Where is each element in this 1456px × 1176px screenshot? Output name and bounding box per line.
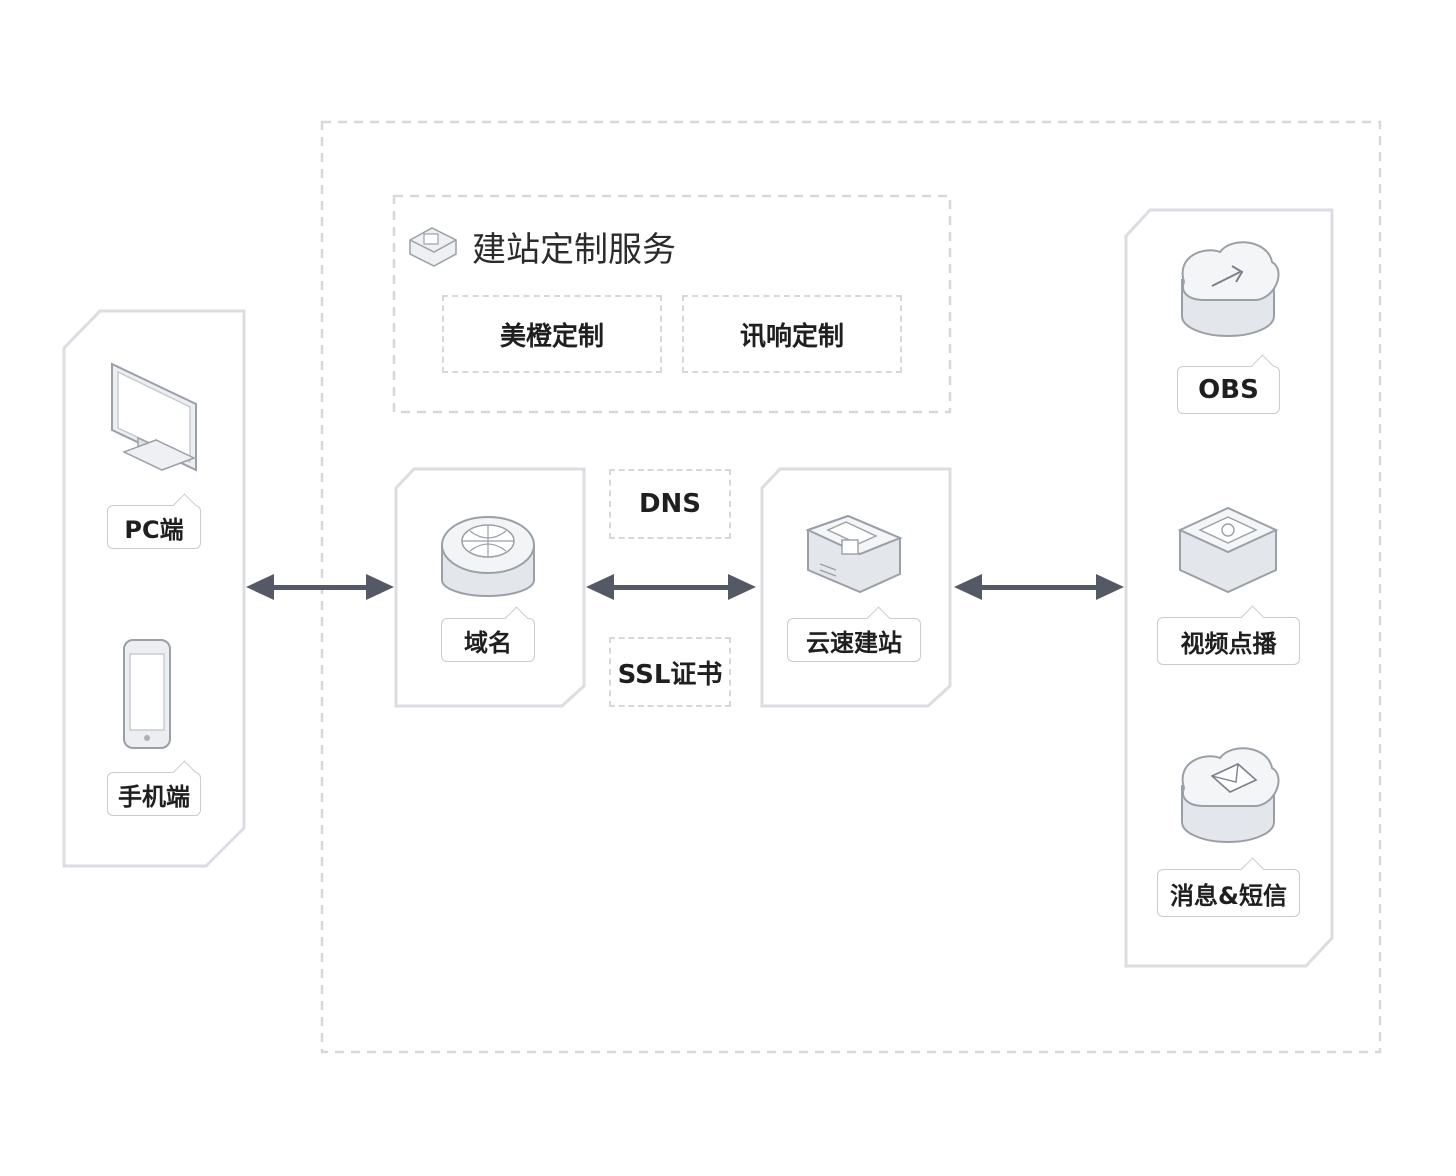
globe-server-icon [441,516,535,597]
label-pc: PC端 [107,493,201,549]
arrow-domain-site [586,574,756,600]
cloud-upload-icon [1181,241,1280,337]
service-group-title: 建站定制服务 [472,230,676,270]
label-pc-text: PC端 [124,515,184,544]
label-obs: OBS [1177,354,1280,414]
service-badge-icon [409,227,457,267]
link-dns: DNS [609,469,731,539]
label-site: 云速建站 [787,606,921,662]
service-item-xunxiang: 讯响定制 [682,295,902,373]
service-item-meicheng: 美橙定制 [442,295,662,373]
label-vod-text: 视频点播 [1180,629,1277,658]
video-play-icon [1177,506,1279,594]
label-vod: 视频点播 [1157,605,1300,665]
link-ssl: SSL证书 [609,637,731,707]
label-sms-text: 消息&短信 [1170,881,1287,910]
label-mobile: 手机端 [107,760,201,816]
label-sms: 消息&短信 [1157,857,1300,917]
mail-cloud-icon [1181,747,1280,843]
service-group-box [392,194,952,414]
phone-icon [123,639,171,749]
label-domain-text: 域名 [464,628,512,657]
arrow-clients-domain [246,574,394,600]
client-panel [62,309,246,868]
monitor-icon [111,362,197,472]
label-mobile-text: 手机端 [118,782,190,811]
website-server-icon [805,514,903,594]
label-domain: 域名 [441,606,535,662]
arrow-site-services [954,574,1124,600]
label-site-text: 云速建站 [806,628,902,657]
label-obs-text: OBS [1198,375,1259,405]
